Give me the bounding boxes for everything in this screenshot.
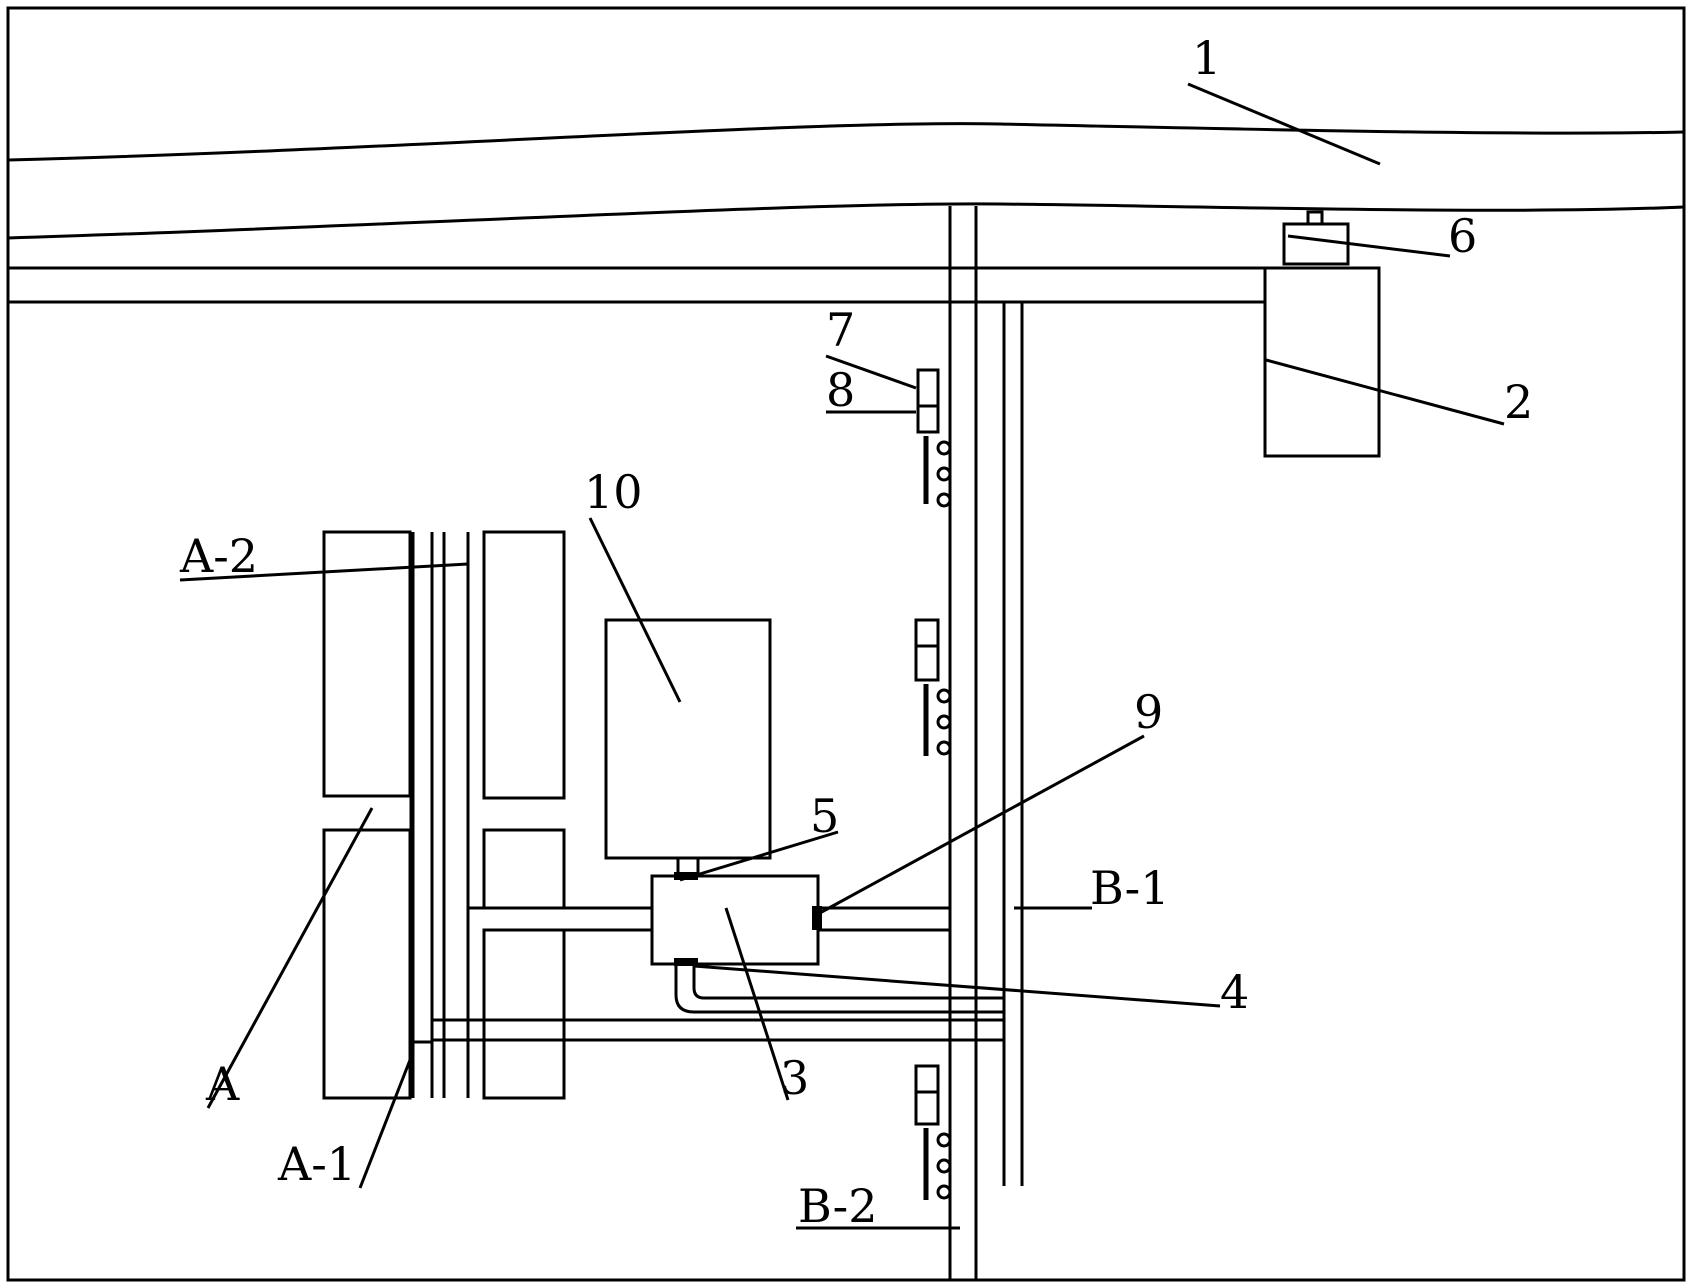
pipe-bend-4-inner: [692, 966, 1004, 1000]
label-2: 2: [1504, 375, 1533, 429]
cabinet-2: [1263, 266, 1381, 458]
label-a2: A-2: [179, 529, 258, 583]
unit-right-lower: [482, 928, 566, 1100]
tank-10: [604, 618, 772, 860]
label-b1: B-1: [1090, 861, 1169, 915]
label-8: 8: [826, 363, 855, 417]
connector-4: [674, 958, 698, 966]
label-9: 9: [1134, 685, 1163, 739]
outer-frame: [6, 6, 1686, 1282]
valve-group-middle: [914, 618, 952, 756]
beam-lower-edge: [7, 202, 1685, 240]
label-4: 4: [1220, 965, 1249, 1019]
unit-right-mid: [482, 828, 566, 910]
unit-right-upper: [482, 530, 566, 800]
sensor-6-mount: [1306, 210, 1324, 226]
valve-group-bottom: [914, 1064, 952, 1200]
label-3: 3: [780, 1051, 809, 1105]
label-7: 7: [826, 303, 855, 357]
label-b2: B-2: [798, 1179, 877, 1233]
label-a: A: [205, 1057, 240, 1111]
sensor-6: [1282, 222, 1350, 266]
pipe-bend-4: [674, 966, 1004, 1014]
leader-lines: [179, 82, 1505, 1230]
controller-3: [650, 874, 820, 966]
beam-upper-edge: [7, 122, 1685, 162]
unit-a-lower: [322, 828, 412, 1100]
connector-5: [674, 872, 698, 880]
label-a1: A-1: [277, 1137, 356, 1191]
connector-9: [812, 906, 822, 930]
label-6: 6: [1448, 209, 1477, 263]
label-5: 5: [810, 789, 839, 843]
valve-group-top: [916, 368, 952, 508]
label-10: 10: [584, 465, 643, 519]
label-1: 1: [1192, 31, 1221, 85]
